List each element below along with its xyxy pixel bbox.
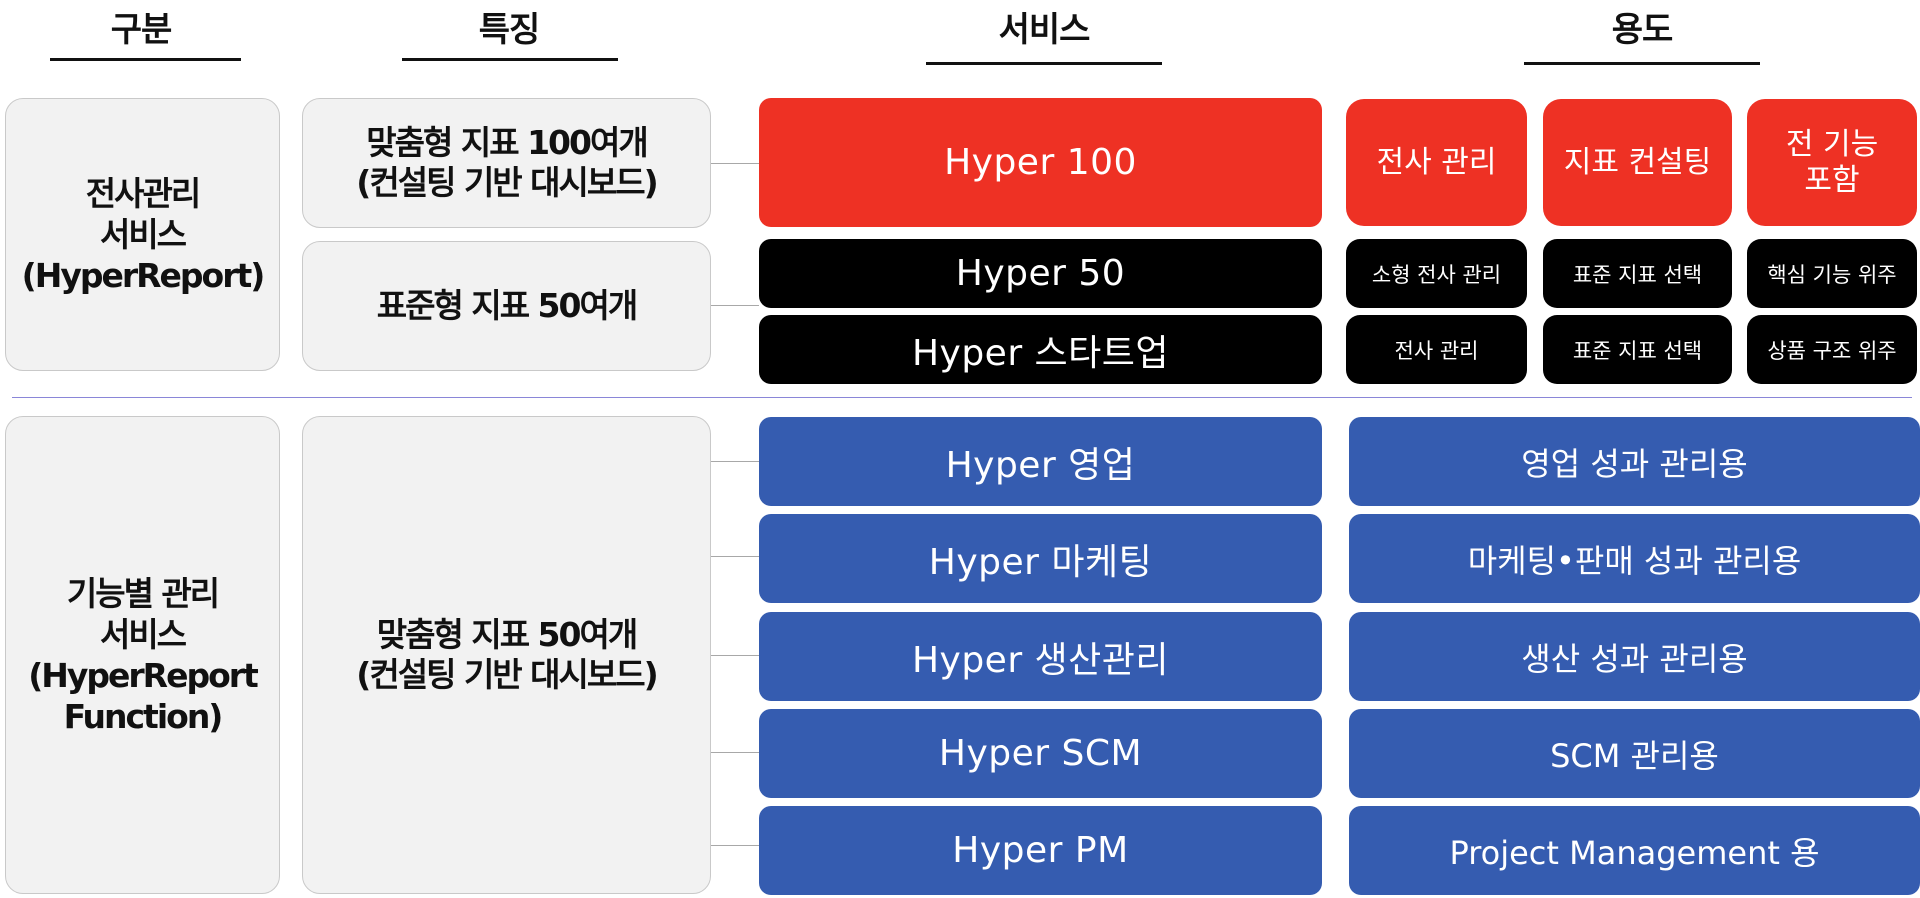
- connector: [711, 752, 759, 753]
- category-enterprise-management: 전사관리 서비스 (HyperReport): [5, 98, 280, 371]
- usage-all-features: 전 기능 포함: [1747, 99, 1917, 226]
- connector: [711, 655, 759, 656]
- connector: [711, 556, 759, 557]
- usage-scm-management: SCM 관리용: [1349, 709, 1920, 798]
- service-hyper-pm: Hyper PM: [759, 806, 1322, 895]
- usage-enterprise-management: 전사 관리: [1346, 99, 1527, 226]
- header-category-underline: [50, 58, 241, 61]
- header-category: 구분: [110, 10, 173, 50]
- feature-custom-50: 맞춤형 지표 50여개 (컨설팅 기반 대시보드): [302, 416, 711, 894]
- feature-custom-100: 맞춤형 지표 100여개 (컨설팅 기반 대시보드): [302, 98, 711, 228]
- section-divider: [12, 397, 1912, 398]
- feature-standard-50: 표준형 지표 50여개: [302, 241, 711, 371]
- usage-indicator-consulting: 지표 컨설팅: [1543, 99, 1732, 226]
- usage-enterprise-management-2: 전사 관리: [1346, 315, 1527, 384]
- header-usage: 용도: [1611, 10, 1674, 50]
- usage-small-enterprise: 소형 전사 관리: [1346, 239, 1527, 308]
- service-hyper-startup: Hyper 스타트업: [759, 315, 1322, 384]
- usage-project-management: Project Management 용: [1349, 806, 1920, 895]
- usage-sales-performance: 영업 성과 관리용: [1349, 417, 1920, 506]
- connector: [711, 305, 759, 306]
- service-hyper-100: Hyper 100: [759, 98, 1322, 227]
- connector: [711, 461, 759, 462]
- service-hyper-sales: Hyper 영업: [759, 417, 1322, 506]
- category-function-management: 기능별 관리 서비스 (HyperReport Function): [5, 416, 280, 894]
- service-hyper-scm: Hyper SCM: [759, 709, 1322, 798]
- usage-core-features: 핵심 기능 위주: [1747, 239, 1917, 308]
- usage-product-structure: 상품 구조 위주: [1747, 315, 1917, 384]
- header-service-underline: [926, 62, 1162, 65]
- service-hyper-50: Hyper 50: [759, 239, 1322, 308]
- header-feature: 특징: [478, 10, 541, 50]
- usage-production-performance: 생산 성과 관리용: [1349, 612, 1920, 701]
- usage-standard-indicator-2: 표준 지표 선택: [1543, 315, 1732, 384]
- service-hyper-marketing: Hyper 마케팅: [759, 514, 1322, 603]
- header-usage-underline: [1524, 62, 1760, 65]
- header-service: 서비스: [998, 10, 1091, 50]
- connector: [711, 163, 759, 164]
- usage-marketing-performance: 마케팅•판매 성과 관리용: [1349, 514, 1920, 603]
- service-hyper-production: Hyper 생산관리: [759, 612, 1322, 701]
- connector: [711, 845, 759, 846]
- header-feature-underline: [402, 58, 618, 61]
- usage-standard-indicator: 표준 지표 선택: [1543, 239, 1732, 308]
